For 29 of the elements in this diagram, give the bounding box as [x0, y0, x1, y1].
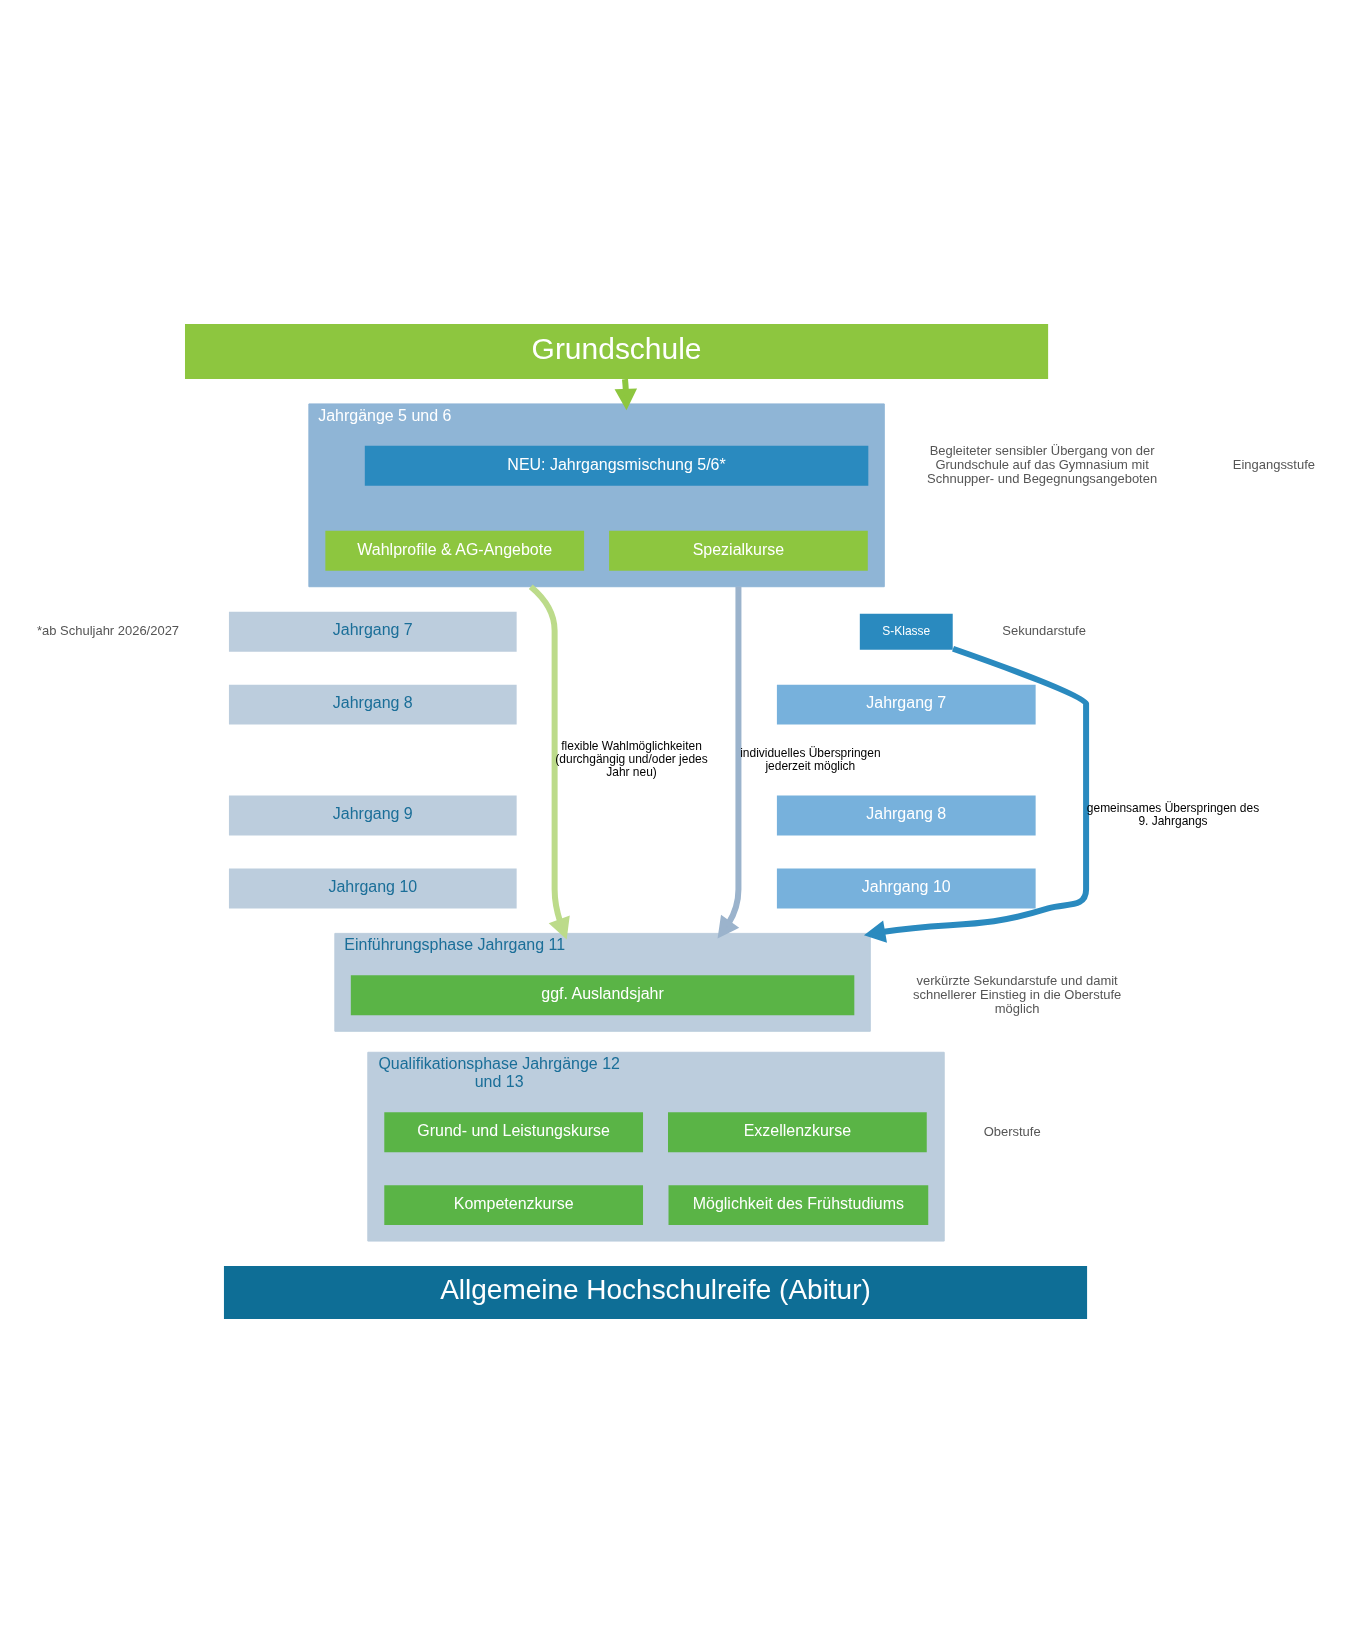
node-box: NEU: Jahrgangsmischung 5/6* [364, 445, 869, 486]
node-box: Jahrgang 10 [776, 867, 1036, 908]
arrow [863, 645, 1090, 943]
node-box: Grundschule [185, 323, 1049, 379]
node-box: Jahrgang 10 [228, 867, 517, 908]
arrow [528, 583, 570, 939]
node-box: S-Klasse [859, 613, 953, 650]
node-box: Jahrgang 8 [776, 795, 1036, 835]
node-box: Jahrgang 7 [228, 611, 517, 652]
node-box: Grund- und Leistungskurse [384, 1111, 644, 1152]
edge-label: individuelles Überspringen jederzeit möglich [740, 745, 881, 773]
label: *ab Schuljahr 2026/2027 [37, 622, 180, 638]
node-box: Allgemeine Hochschulreife (Abitur) [223, 1265, 1088, 1319]
node-box: Jahrgang 8 [228, 684, 517, 725]
arrow [717, 586, 742, 939]
label: verkürzte Sekundarstufe und damit schnellerer Einstieg in die Oberstufe möglich [912, 972, 1122, 1016]
node-box: Spezialkurse [609, 530, 868, 571]
node-box: Jahrgang 9 [228, 795, 517, 835]
node-box: ggf. Auslandsjahr [350, 974, 855, 1015]
label: Sekundarstufe [1002, 622, 1086, 638]
node-box: Möglichkeit des Frühstudiums [668, 1184, 929, 1225]
node-box: Wahlprofile & AG-Angebote [325, 530, 585, 571]
label: Oberstufe [983, 1123, 1041, 1139]
label: Begleiteter sensibler Übergang von der Grundschule auf das Gymnasium mit Schnupper- und Begegnungsangeboten [927, 442, 1158, 486]
node-box: Exzellenzkurse [668, 1111, 927, 1152]
edge-label: flexible Wahlmöglichkeiten (durchgängig und/oder jedes Jahr neu) [555, 738, 708, 779]
label: Eingangsstufe [1232, 456, 1315, 472]
node-box: Kompetenzkurse [384, 1184, 644, 1225]
node-box: Jahrgang 7 [776, 684, 1036, 725]
